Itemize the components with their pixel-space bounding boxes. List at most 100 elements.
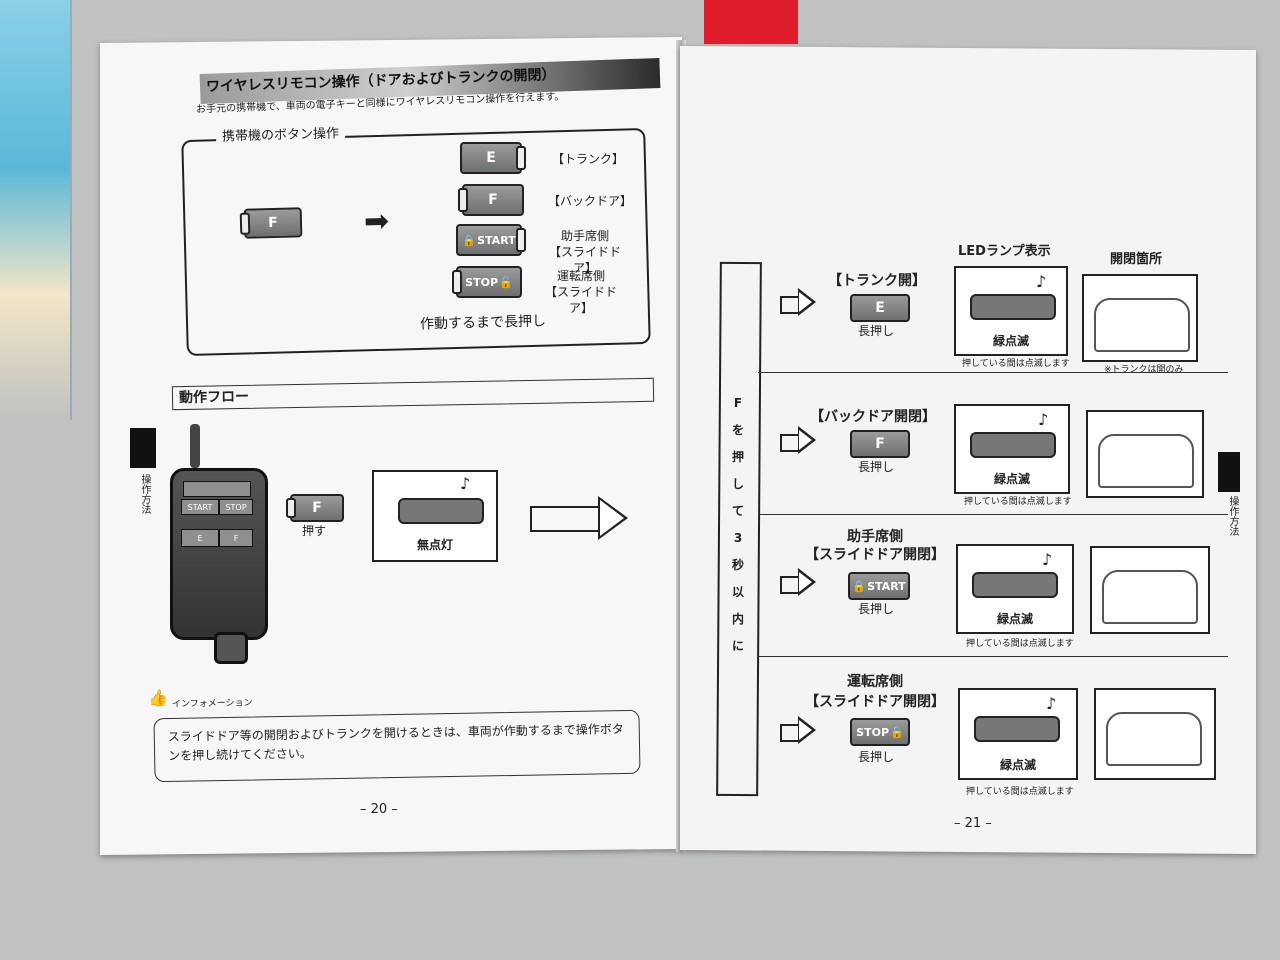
info-title: インフォメーション (171, 698, 253, 710)
row-arrow-icon (798, 568, 816, 596)
fob-start-button: START (181, 499, 219, 515)
car-icon (1094, 298, 1190, 352)
led-blink-box: ♪ 緑点滅 (954, 404, 1070, 494)
car-icon (1102, 570, 1198, 624)
thumbs-up-icon: 👍 (148, 688, 168, 707)
led-device (972, 572, 1058, 598)
row-divider (758, 656, 1228, 657)
button-label: START (867, 579, 906, 593)
right-arrow-icon: ➡ (363, 203, 390, 240)
vertical-instruction: Fを押して3秒以内に (731, 396, 744, 653)
button-cap (286, 498, 296, 518)
row-start-button: 🔒 START (848, 572, 910, 600)
led-caption: 無点灯 (416, 538, 453, 552)
row-hold: 長押し (858, 750, 895, 764)
side-tab-label: 操作方法 (1227, 496, 1238, 536)
sound-icon: ♪ (1046, 694, 1057, 713)
remote-fob: START STOP E F (170, 468, 268, 640)
button-cap (452, 270, 462, 294)
fob-connector (214, 632, 248, 664)
car-icon (1098, 434, 1194, 488)
led-off-box: ♪ 無点灯 (372, 470, 498, 562)
start-button: 🔒 START (456, 224, 526, 256)
flow-arrow-shaft (530, 506, 602, 532)
row-title: 【トランク開】 (828, 273, 926, 289)
passenger-slide-door-picture (1090, 546, 1210, 634)
row-arrow-shaft (780, 434, 800, 452)
row-f-button: F (850, 430, 910, 458)
led-caption: 緑点滅 (992, 334, 1029, 348)
fob-stop-button: STOP (219, 499, 253, 515)
led-note: 押している間は点滅します (966, 787, 1074, 797)
led-note: 押している間は点滅します (966, 639, 1074, 649)
led-device (970, 294, 1056, 320)
side-tab-marker (1218, 452, 1240, 492)
row-stop-button: STOP 🔓 (850, 718, 910, 746)
button-label: STOP (856, 725, 890, 739)
led-device (970, 432, 1056, 458)
header-place: 開閉箇所 (1110, 252, 1163, 267)
row-arrow-icon (798, 288, 816, 316)
background-book-cover (0, 0, 72, 420)
driver-slide-door-picture (1094, 688, 1216, 780)
button-label: E (875, 300, 885, 316)
row-hold: 長押し (858, 324, 895, 338)
flow-arrow-inner (600, 500, 624, 536)
source-f-button: F (239, 207, 303, 239)
button-label: F (875, 436, 885, 452)
led-blink-box: ♪ 緑点滅 (956, 544, 1074, 634)
button-cap (516, 228, 526, 252)
place-note: ※トランクは開のみ (1104, 365, 1184, 375)
row-title: 助手席側 【スライドドア開閉】 (805, 529, 945, 563)
led-blink-box: ♪ 緑点滅 (954, 266, 1068, 356)
button-cap (458, 188, 468, 212)
sound-icon: ♪ (1042, 550, 1053, 569)
side-tab-marker (130, 428, 156, 468)
fob-led (183, 481, 251, 497)
row-divider (758, 514, 1228, 515)
led-device (974, 716, 1060, 742)
button-label: F (488, 192, 498, 208)
hold-note: 作動するまで長押し (419, 313, 547, 333)
press-f-button: F (286, 494, 344, 522)
f-button-desc: 【バックドア】 (548, 194, 633, 208)
row-hold: 長押し (858, 602, 895, 616)
button-label: E (486, 150, 496, 166)
sound-icon: ♪ (1038, 410, 1049, 429)
e-button: E (460, 142, 526, 174)
row-divider (758, 372, 1228, 373)
led-caption: 緑点滅 (993, 472, 1030, 486)
led-note: 押している間は点滅します (962, 359, 1070, 369)
sound-icon: ♪ (460, 474, 471, 493)
button-label: F (267, 214, 278, 232)
header-led: LEDランプ表示 (958, 244, 1051, 259)
button-cap (516, 146, 526, 170)
led-caption: 緑点滅 (996, 612, 1033, 626)
row-hold: 長押し (858, 460, 895, 474)
row-arrow-shaft (780, 296, 800, 314)
unlock-icon: 🔓 (889, 725, 904, 739)
e-button-desc: 【トランク】 (552, 152, 625, 166)
led-device (398, 498, 484, 524)
button-label: START (477, 233, 516, 247)
fob-e-button: E (181, 529, 219, 547)
led-note: 押している間は点滅します (964, 497, 1072, 507)
background-red-object (704, 0, 798, 44)
unlock-icon: 🔓 (498, 275, 513, 289)
backdoor-picture (1086, 410, 1204, 498)
button-label: F (312, 500, 322, 516)
row-arrow-icon (798, 716, 816, 744)
stop-button-desc: 運転席側 【スライドドア】 (544, 269, 617, 315)
trunk-picture (1082, 274, 1198, 362)
button-cap (239, 212, 251, 235)
info-text: スライドドア等の開閉およびトランクを開けるときは、車両が作動するまで操作ボタンを… (167, 722, 624, 764)
row-arrow-shaft (780, 576, 800, 594)
led-blink-box: ♪ 緑点滅 (958, 688, 1078, 780)
fob-f-button: F (219, 529, 253, 547)
row-title: 【バックドア開閉】 (810, 409, 936, 425)
start-button-desc: 助手席側 【スライドドア】 (548, 229, 621, 275)
lock-icon: 🔒 (852, 579, 868, 593)
row-e-button: E (850, 294, 910, 322)
fob-antenna (190, 424, 200, 468)
stop-button: STOP 🔓 (452, 266, 522, 298)
